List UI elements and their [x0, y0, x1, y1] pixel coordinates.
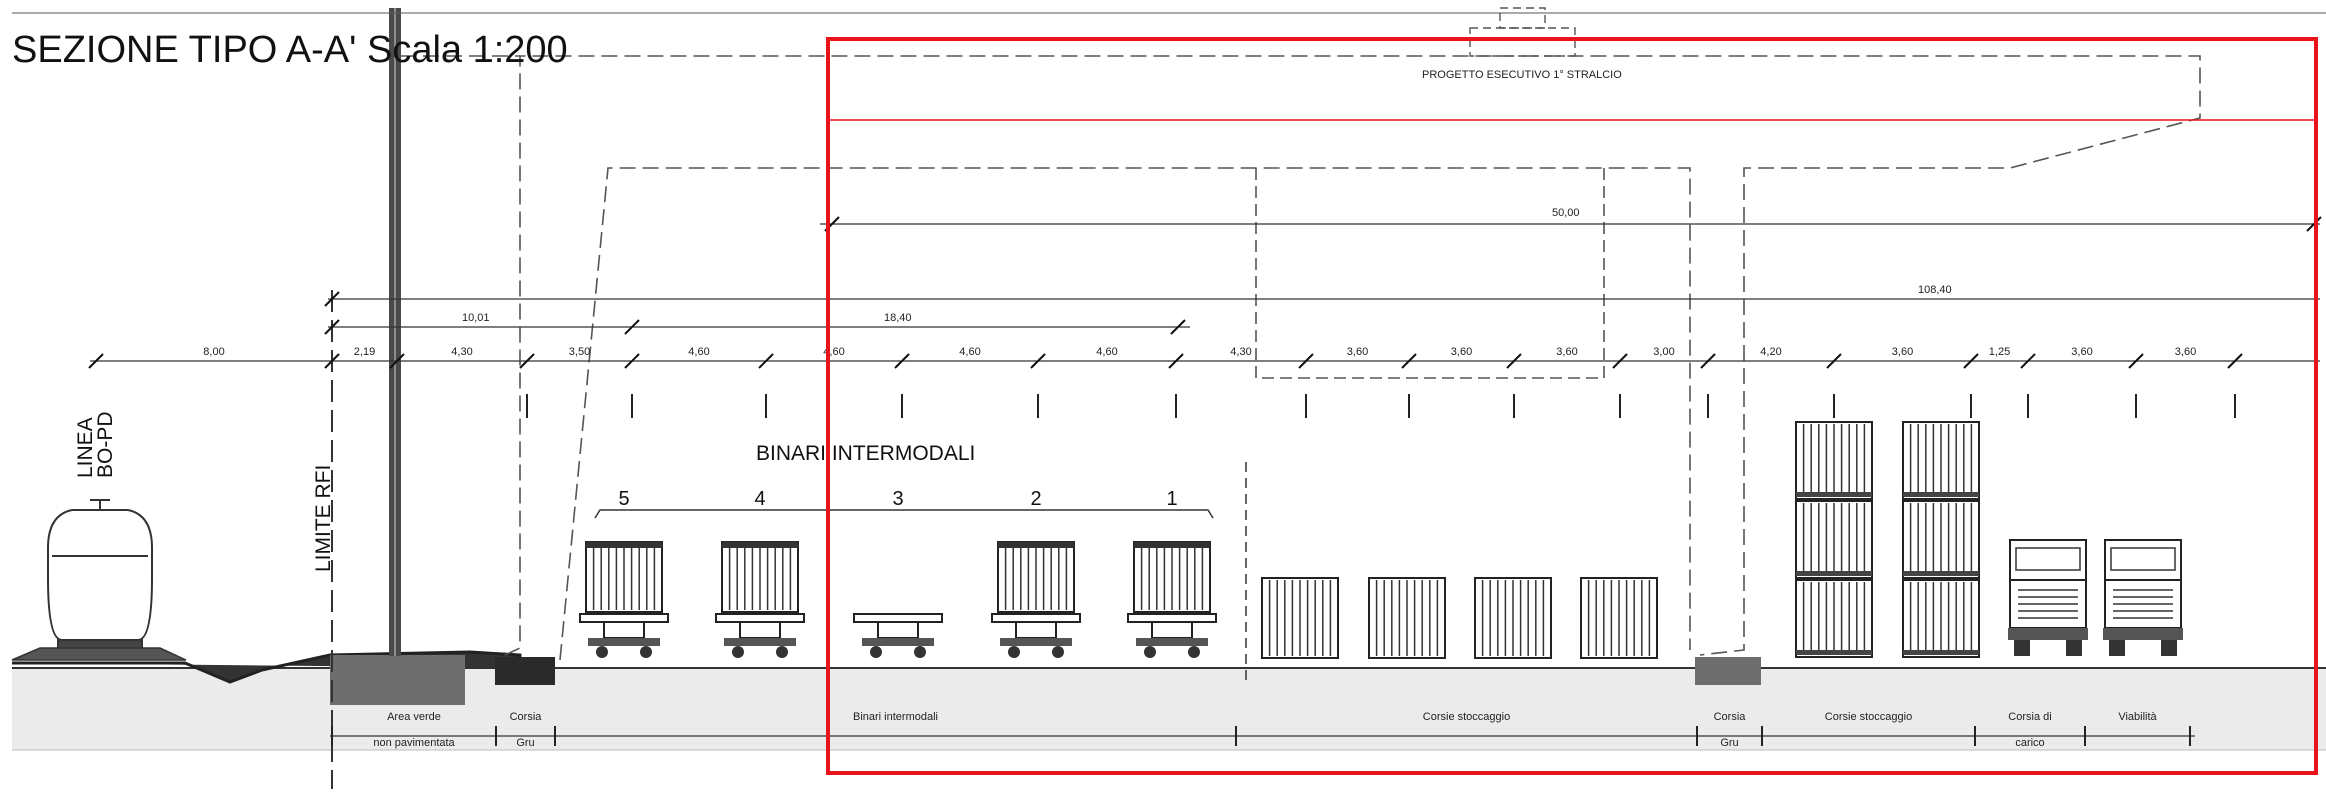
dim-label: 4,30 [451, 346, 472, 358]
dim-label: 3,60 [2175, 346, 2196, 358]
dim-label: 4,60 [688, 346, 709, 358]
dim-tick [2128, 353, 2144, 369]
dim-tick [324, 319, 340, 335]
crane-rail-right [1695, 657, 1761, 685]
dim-label: 3,60 [1347, 346, 1368, 358]
dim-tick [324, 353, 340, 369]
tracks-bracket [594, 509, 1214, 519]
pylon-foundation [330, 655, 465, 705]
dim-tick [519, 353, 535, 369]
dim-tick [1506, 353, 1522, 369]
zone-label-binari_intermodali: Binari intermodali [853, 711, 938, 723]
wagon-container-icon [715, 541, 805, 658]
dim-tick [1401, 353, 1417, 369]
line-label-1: LINEA [74, 417, 97, 478]
dim-label: 4,60 [1096, 346, 1117, 358]
dim-tick [88, 353, 104, 369]
dim-label: 4,20 [1760, 346, 1781, 358]
ballast-icon [11, 647, 187, 661]
box-truck-icon [2008, 539, 2088, 656]
dim-label: 1,25 [1989, 346, 2010, 358]
dim-tick [1612, 353, 1628, 369]
track-number: 5 [618, 488, 629, 510]
zone-label-viabilita: Viabilità [2118, 711, 2157, 723]
rfi-limit-label: LIMITE RFI [312, 465, 335, 572]
dim-tick [1700, 353, 1716, 369]
stored-container-icon [1474, 577, 1552, 659]
dim-tick [894, 353, 910, 369]
zone-label-corsia_gru_left: Gru [516, 737, 534, 749]
zone-label-corsia_carico: carico [2015, 737, 2044, 749]
tracks-title: BINARI INTERMODALI [756, 442, 975, 465]
tractor-truck-icon [2103, 539, 2183, 656]
zone-label-corsia_gru_right: Gru [1720, 737, 1738, 749]
dim-tick [1030, 353, 1046, 369]
passenger-train-icon [47, 499, 153, 651]
dim-tick [2227, 353, 2243, 369]
zone-label-corsia_gru_right: Corsia [1714, 711, 1747, 723]
dim-overall-top: 50,00 [1552, 207, 1580, 219]
crane-hoist [1499, 7, 1546, 29]
dim-tick [624, 353, 640, 369]
dim-tick [1170, 319, 1186, 335]
wagon-container-icon [579, 541, 669, 658]
drawing-title: SEZIONE TIPO A-A' Scala 1:200 [12, 29, 568, 71]
dim-label: 3,50 [569, 346, 590, 358]
stored-container-icon [1580, 577, 1658, 659]
dim-label: 4,60 [959, 346, 980, 358]
dim-tick [389, 353, 405, 369]
dim-tick [1298, 353, 1314, 369]
dim-left-group: 10,01 [462, 312, 490, 324]
wagon-container-icon [991, 541, 1081, 658]
track-number: 3 [892, 488, 903, 510]
dim-tick [324, 291, 340, 307]
line-label-2: BO-PD [94, 411, 117, 478]
dim-label: 3,60 [1556, 346, 1577, 358]
crane-outline-right [1255, 168, 1605, 379]
dim-label: 8,00 [203, 346, 224, 358]
zone-label-area_verde: non pavimentata [373, 737, 455, 749]
flat-wagon-icon [853, 613, 943, 658]
dim-label: 4,30 [1230, 346, 1251, 358]
dim-mid-group: 18,40 [884, 312, 912, 324]
highlight-frame [826, 37, 2318, 775]
dim-tick [1963, 353, 1979, 369]
dim-tick [758, 353, 774, 369]
track-number: 1 [1166, 488, 1177, 510]
track-number: 4 [754, 488, 765, 510]
equipment-layer: 5 4 3 2 1 [579, 421, 2183, 659]
stored-container-icon [1261, 577, 1339, 659]
track-number: 2 [1030, 488, 1041, 510]
crane-rail-left [495, 657, 555, 685]
crane-outline-main [504, 55, 2201, 656]
dim-tick [1826, 353, 1842, 369]
dim-label: 3,00 [1653, 346, 1674, 358]
dim-tick [624, 319, 640, 335]
dim-tick [1168, 353, 1184, 369]
dim-label: 2,19 [354, 346, 375, 358]
project-label: PROGETTO ESECUTIVO 1° STRALCIO [1422, 69, 1622, 81]
zone-label-corsie_stoccaggio_2: Corsie stoccaggio [1825, 711, 1912, 723]
dim-label: 3,60 [1892, 346, 1913, 358]
dim-label: 3,60 [2071, 346, 2092, 358]
dim-tick [2020, 353, 2036, 369]
wagon-container-icon [1127, 541, 1217, 658]
zone-label-area_verde: Area verde [387, 711, 441, 723]
container-stack-icon [1795, 421, 1873, 658]
zone-label-corsia_gru_left: Corsia [510, 711, 543, 723]
stored-container-icon [1368, 577, 1446, 659]
crane-trolley [1469, 27, 1576, 57]
crane-outline-inner [559, 167, 1691, 661]
dim-label: 3,60 [1451, 346, 1472, 358]
zone-label-corsia_carico: Corsia di [2008, 711, 2051, 723]
container-stack-icon [1902, 421, 1980, 658]
dim-overall-right: 108,40 [1918, 284, 1952, 296]
zone-label-corsie_stoccaggio_1: Corsie stoccaggio [1423, 711, 1510, 723]
